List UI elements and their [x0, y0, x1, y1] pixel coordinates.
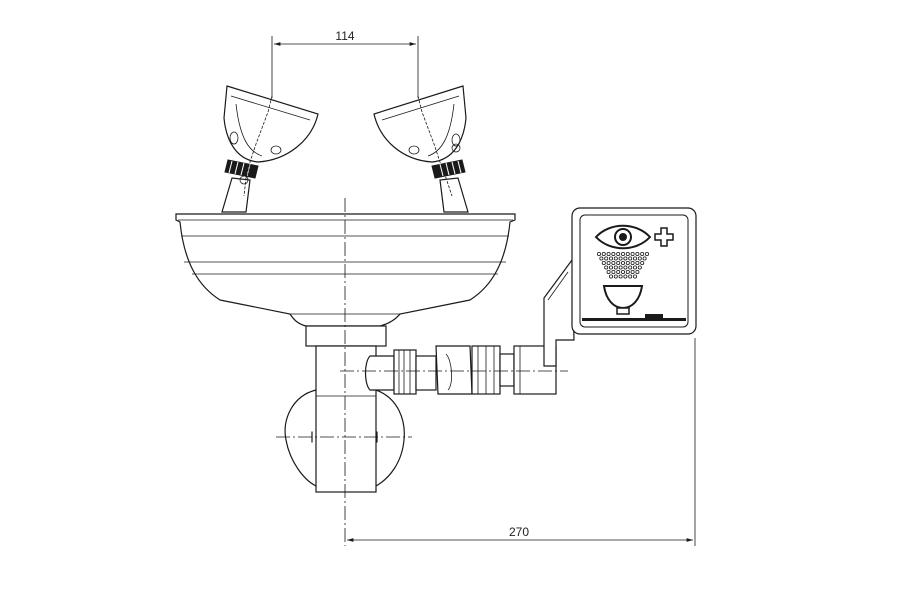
spray-dot: [606, 251, 611, 256]
spray-dot: [609, 274, 614, 279]
spray-dot: [630, 269, 635, 274]
spray-dot: [625, 269, 630, 274]
spray-dot: [611, 251, 616, 256]
eyewash-sign: [571, 207, 697, 335]
brand-mark: [645, 314, 663, 318]
spray-dot: [618, 265, 623, 270]
left-spray-head: [221, 85, 319, 213]
spray-dot: [645, 251, 650, 256]
dimension-114-label: 114: [335, 29, 354, 43]
spray-dot: [611, 260, 616, 265]
spray-dot: [621, 260, 626, 265]
spray-dot: [633, 256, 638, 261]
spray-dot: [616, 269, 621, 274]
eye-icon: [594, 224, 652, 250]
dimension-270-label: 270: [509, 525, 529, 539]
bowl-icon: [602, 285, 644, 315]
spray-dot: [616, 251, 621, 256]
cross-icon: [654, 227, 674, 247]
spray-dot: [609, 256, 614, 261]
wall-flange: [276, 389, 412, 487]
spray-dot: [628, 274, 633, 279]
spray-dot: [609, 265, 614, 270]
spray-dot: [630, 260, 635, 265]
spray-dot: [601, 260, 606, 265]
spray-dot: [606, 269, 611, 274]
spray-dot: [601, 251, 606, 256]
spray-dot: [628, 256, 633, 261]
spray-dot: [628, 265, 633, 270]
spray-dot: [640, 260, 645, 265]
spray-dot: [623, 256, 628, 261]
spray-dot: [613, 274, 618, 279]
spray-dot: [623, 274, 628, 279]
spray-dot: [635, 269, 640, 274]
sign-stripe: [582, 318, 686, 321]
spray-dot: [637, 256, 642, 261]
spray-dot: [623, 265, 628, 270]
spray-dot: [613, 256, 618, 261]
spray-dot: [613, 265, 618, 270]
spray-dot: [616, 260, 621, 265]
spray-dot: [635, 251, 640, 256]
spray-dot: [606, 260, 611, 265]
spray-dot: [618, 274, 623, 279]
basin-bowl: [175, 213, 516, 347]
spray-dot: [635, 260, 640, 265]
spray-dot: [604, 256, 609, 261]
spray-dot: [625, 260, 630, 265]
spray-dot: [604, 265, 609, 270]
spray-dot: [633, 265, 638, 270]
spray-dot: [625, 251, 630, 256]
spray-dot: [621, 269, 626, 274]
push-handle-bracket: [543, 258, 575, 367]
right-spray-head: [373, 85, 469, 213]
spray-dot: [621, 251, 626, 256]
spray-dot: [599, 256, 604, 261]
spray-dot: [618, 256, 623, 261]
spray-dot: [633, 274, 638, 279]
spray-dot: [597, 251, 602, 256]
spray-dot: [640, 251, 645, 256]
spray-dot: [637, 265, 642, 270]
spray-dot: [642, 256, 647, 261]
dimension-270: 270: [347, 338, 696, 546]
spray-dot: [630, 251, 635, 256]
dimension-114: 114: [271, 29, 419, 98]
spray-icon: [597, 251, 650, 279]
spray-dot: [611, 269, 616, 274]
